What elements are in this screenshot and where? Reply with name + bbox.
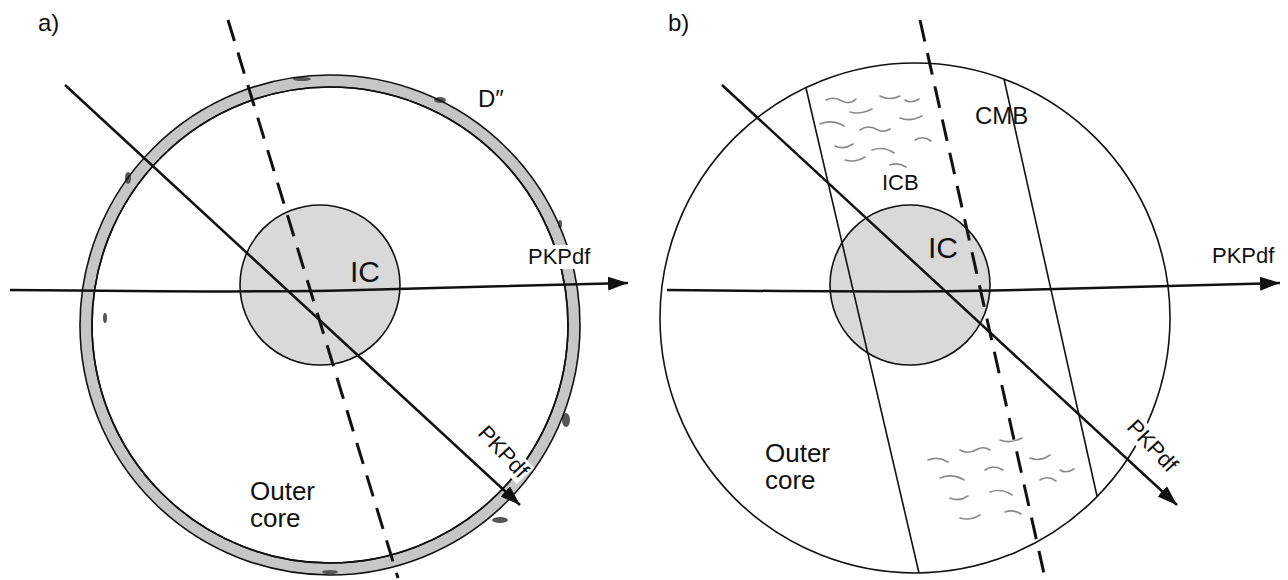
node-label: ICB [882, 171, 919, 194]
ray-path [667, 283, 1280, 292]
node-label: Outer core [250, 478, 340, 533]
outline-circle [80, 75, 580, 575]
node-outline [92, 87, 568, 563]
d-layer-ring: D″ Outer core IC [80, 75, 580, 575]
ray-path [10, 283, 628, 292]
ray-label: PKPdf [472, 419, 535, 484]
inner-core-circle: ICBIC [830, 205, 990, 365]
rotation-axis [920, 20, 1045, 578]
node-outline [80, 75, 580, 575]
panel-letter: a) [38, 10, 59, 36]
outline-circle [660, 63, 1170, 573]
node-label: IC [350, 256, 380, 288]
node-label: IC [928, 232, 958, 264]
outline-circle [92, 87, 568, 563]
d-layer-specks [103, 77, 570, 574]
rotation-axis [228, 20, 398, 578]
ray-label: PKPdf [526, 245, 592, 269]
outline-circle [830, 205, 990, 365]
node-outline [830, 205, 990, 365]
inner-core-fill [240, 205, 400, 365]
panel-letter: b) [668, 10, 689, 36]
ray-path [65, 85, 520, 505]
node-outline [660, 63, 1170, 573]
node-label: CMB [975, 103, 1028, 128]
inner-core-circle: IC [240, 205, 400, 365]
band-boundary [806, 88, 919, 573]
ray-label: PKPdf [1121, 413, 1184, 478]
ray-label: PKPdf [1210, 244, 1276, 268]
scatterer-texture [820, 96, 1074, 519]
core-mantle-circle: CMBOuter coreICBIC [660, 63, 1170, 573]
ray-path [722, 85, 1177, 505]
outline-circle [240, 205, 400, 365]
node-label: D″ [478, 86, 504, 111]
node-label: Outer core [765, 440, 855, 495]
d-layer-band [86, 81, 574, 569]
outline-circle [92, 87, 568, 563]
outer-core-circle: Outer core IC [92, 87, 568, 563]
